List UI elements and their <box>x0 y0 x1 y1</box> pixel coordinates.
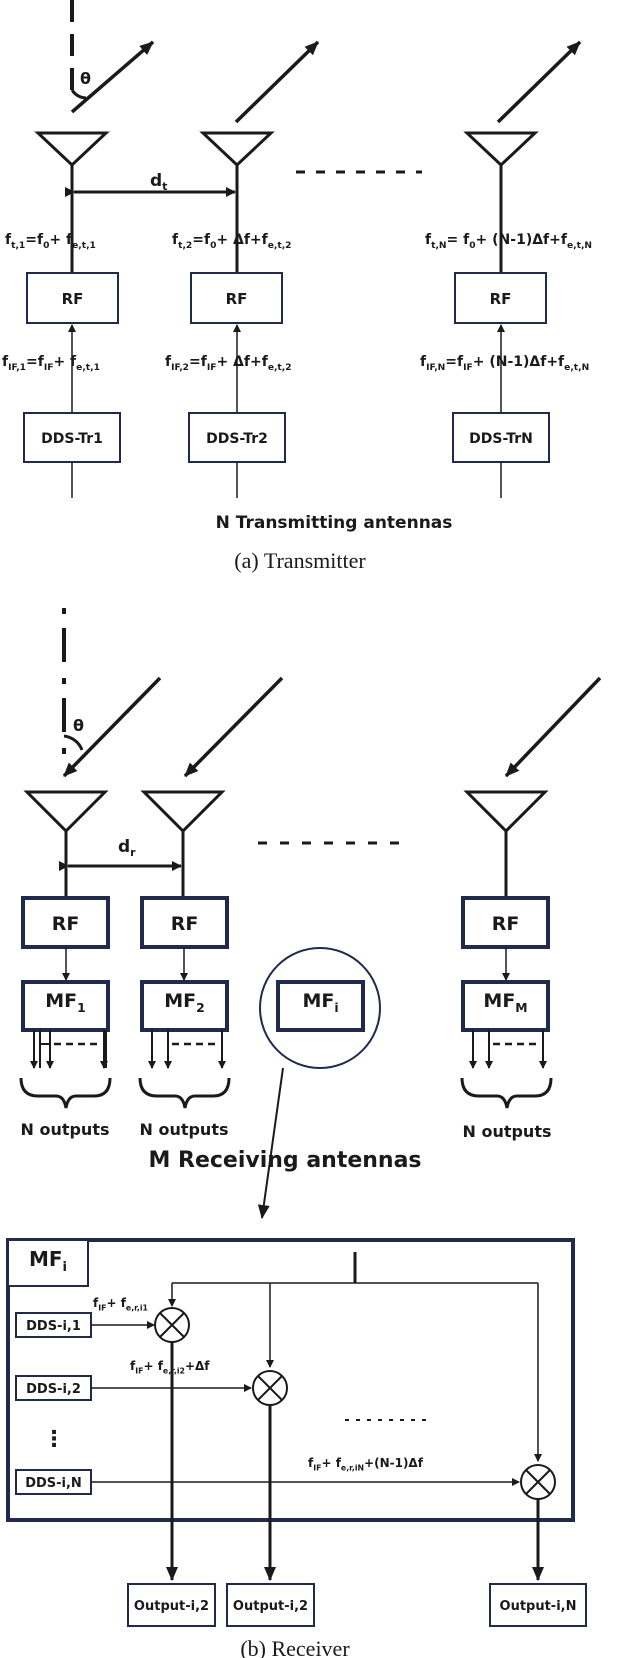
rxm-mf-label: MFM <box>483 990 528 1015</box>
tx1-dds-label: DDS-Tr1 <box>41 431 103 447</box>
rx-caption: (b) Receiver <box>240 1636 350 1658</box>
output-block-2 <box>226 1583 315 1627</box>
tx2-antenna-icon <box>199 131 275 168</box>
rxm-output-brace <box>460 1077 553 1109</box>
tx-theta-arc <box>70 89 87 100</box>
mixer-2-icon <box>252 1370 288 1406</box>
rx2-rf-label: RF <box>171 913 199 935</box>
txn-freq-label: ft,N= f0+ (N-1)Δf+fe,t,N <box>425 232 593 251</box>
mf-zoom-pointer-arrow <box>257 1067 284 1219</box>
rxm-output-fan <box>469 1030 547 1069</box>
rxm-outputs-label: N outputs <box>462 1122 551 1141</box>
txn-dds-block <box>452 412 550 463</box>
rx1-output-fan <box>30 1030 108 1069</box>
mf-detail-panel: MFi DDS-i,1 DDS-i,2 ⋮ DDS-i,N fIF+ fe,r,… <box>6 1238 587 1627</box>
dds-i1-block <box>15 1312 92 1338</box>
rx2-output-fan <box>148 1030 226 1069</box>
mf-detail-title: MFi <box>28 1247 68 1275</box>
mix-label-2: fIF+ fe,r,i2+Δf <box>130 1359 210 1376</box>
rx2-antenna-icon <box>140 790 226 834</box>
tx1-antenna-icon <box>34 131 110 168</box>
rx2-mf-block <box>140 980 229 1032</box>
mixer-1-icon <box>154 1307 190 1343</box>
tx2-dds-label: DDS-Tr2 <box>206 431 268 447</box>
tx1-if-label: fIF,1=fIF+ fe,t,1 <box>2 354 100 373</box>
rx2-outputs-label: N outputs <box>139 1120 228 1139</box>
mf-detail-frame <box>6 1238 575 1522</box>
rx1-antenna-icon <box>23 790 109 834</box>
output-label-2: Output-i,2 <box>233 1599 308 1614</box>
tx2-rf-label: RF <box>226 290 248 308</box>
rx2-output-brace <box>138 1077 231 1109</box>
rx1-outputs-label: N outputs <box>20 1120 109 1139</box>
rx1-mf-label: MF1 <box>45 990 86 1015</box>
tx-spacing-label: dt <box>150 171 167 193</box>
txn-rf-block <box>454 272 547 324</box>
output-label-1: Output-i,2 <box>134 1599 209 1614</box>
txn-antenna-icon <box>463 131 539 168</box>
tx1-freq-label: ft,1=f0+ fe,t,1 <box>5 232 96 251</box>
tx-theta-label: θ <box>80 69 91 88</box>
rx2-mf-label: MF2 <box>164 990 205 1015</box>
tx2-rf-block <box>190 272 283 324</box>
tx2-dds-block <box>188 412 286 463</box>
output-block-1 <box>127 1583 216 1627</box>
tx-caption: (a) Transmitter <box>234 548 366 573</box>
transmitter-section: θ dt ft,1=f0+ fe,t,1 ft,2=f0+ Δf+fe,t,2 … <box>2 0 593 573</box>
dds-i1-label: DDS-i,1 <box>26 1319 81 1334</box>
dds-in-label: DDS-i,N <box>25 1476 82 1491</box>
rx2-incoming-arrow <box>183 676 284 778</box>
tx1-rf-block <box>26 272 119 324</box>
rx-spacing-label: dr <box>118 837 136 859</box>
tx1-rf-label: RF <box>62 290 84 308</box>
dds-vdots: ⋮ <box>43 1427 65 1452</box>
output-block-n <box>489 1583 587 1627</box>
rx-theta-label: θ <box>73 716 84 735</box>
rx1-output-brace <box>19 1077 112 1109</box>
rx2-rf-block <box>140 896 229 949</box>
mf-detail-title-box <box>7 1239 89 1287</box>
rx1-incoming-arrow <box>62 676 162 778</box>
tx1-radiation-arrow <box>70 40 155 114</box>
tx1-dds-block <box>23 412 121 463</box>
tx2-freq-label: ft,2=f0+ Δf+fe,t,2 <box>172 232 292 251</box>
rxm-incoming-arrow <box>504 676 602 778</box>
receiver-section: θ dr RF RF RF MF1 MF2 MFM MFi <box>6 608 602 1658</box>
txn-if-label: fIF,N=fIF+ (N-1)Δf+fe,t,N <box>420 354 590 373</box>
output-label-n: Output-i,N <box>500 1599 577 1614</box>
rxm-mf-block <box>461 980 550 1032</box>
dds-i2-label: DDS-i,2 <box>26 1382 81 1397</box>
txn-dds-label: DDS-TrN <box>469 431 533 447</box>
tx-group-label: N Transmitting antennas <box>216 513 453 533</box>
rx1-mf-block <box>21 980 110 1032</box>
mix-label-n: fIF+ fe,r,iN+(N-1)Δf <box>308 1456 423 1473</box>
tx2-radiation-arrow <box>234 40 320 124</box>
rxm-antenna-icon <box>463 790 549 834</box>
txn-rf-label: RF <box>490 290 512 308</box>
rx1-rf-block <box>21 896 110 949</box>
rx-theta-arc <box>63 734 84 751</box>
rx1-rf-label: RF <box>52 913 80 935</box>
tx2-if-label: fIF,2=fIF+ Δf+fe,t,2 <box>165 354 292 373</box>
rxi-mf-block <box>276 980 365 1032</box>
mix-label-1: fIF+ fe,r,i1 <box>93 1296 148 1313</box>
rxi-mf-label: MFi <box>302 990 339 1015</box>
txn-radiation-arrow <box>496 40 582 124</box>
mixer-n-icon <box>520 1464 556 1500</box>
rx-group-label: M Receiving antennas <box>148 1148 421 1173</box>
rxm-rf-label: RF <box>492 913 520 935</box>
